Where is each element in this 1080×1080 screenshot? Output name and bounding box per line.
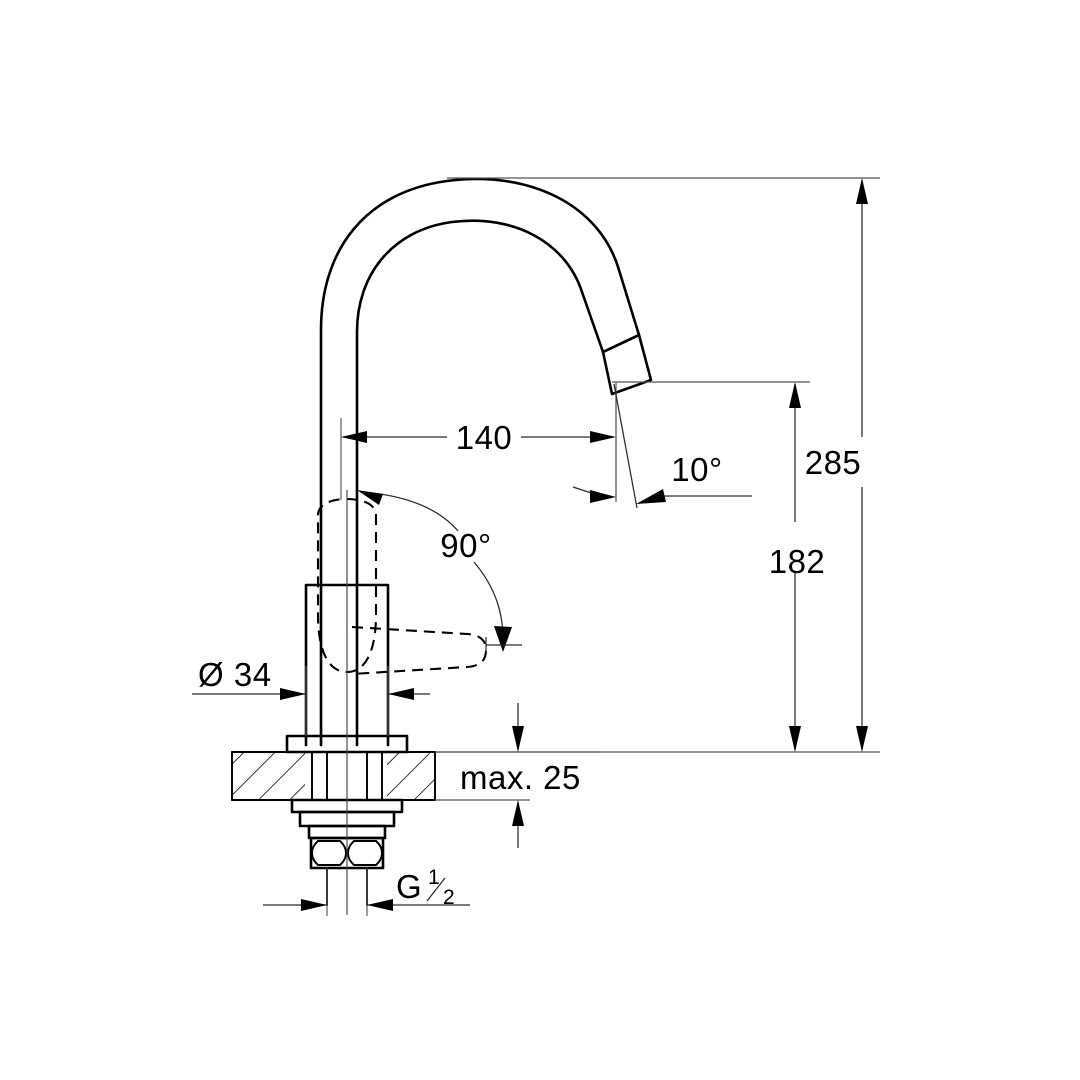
dimension-deck-thickness: max. 25	[435, 703, 600, 848]
dimension-thread-size: G 1 2	[263, 866, 470, 916]
dim-label-max25: max. 25	[460, 759, 581, 796]
arrow-10-leader	[636, 489, 666, 504]
dimension-swivel-angle: 90°	[357, 490, 522, 653]
hex-nut-face-arcs	[311, 840, 383, 866]
shank-through-deck	[311, 751, 383, 801]
dimension-total-height: 285	[435, 177, 880, 753]
lever-handle-hidden	[351, 625, 488, 676]
hex-nut-face-edges	[317, 840, 377, 866]
deck-hatch-left	[232, 752, 305, 800]
fraction-slash-g12	[426, 877, 446, 902]
arrow-g12-left	[301, 899, 327, 911]
hex-lock-nut	[309, 836, 385, 870]
spacer-washer	[298, 810, 396, 828]
nut-body-block	[307, 824, 387, 840]
dimension-base-diameter: Ø 34	[192, 656, 430, 736]
ref-line-10-inclined	[613, 383, 638, 509]
arrow-90-lower	[494, 626, 512, 652]
dim-label-10: 10°	[671, 451, 722, 488]
spout-outer-contour	[319, 177, 641, 747]
arrow-140-left	[341, 431, 367, 443]
deck-worktop-section	[231, 751, 436, 801]
arrow-182-top	[789, 382, 801, 408]
dim-label-90: 90°	[440, 527, 491, 564]
cartridge-dome-hidden	[316, 497, 378, 674]
deck-hatch-right	[387, 752, 435, 800]
arrow-10-left	[590, 490, 616, 503]
dimension-spout-height: 182	[612, 381, 826, 752]
arrow-max25-top	[512, 726, 524, 752]
dimension-spout-reach: 140	[340, 390, 617, 500]
dim-label-g12-denominator: 2	[443, 886, 455, 909]
dim-label-285: 285	[805, 444, 862, 481]
aerator-outlet-block	[601, 333, 653, 396]
arrow-90-upper	[357, 490, 383, 505]
arrow-140-right	[590, 431, 616, 443]
dimension-outlet-angle: 10°	[572, 382, 752, 509]
arrow-d34-left	[280, 688, 306, 700]
lower-washer-plate	[290, 798, 404, 814]
arrow-d34-right	[388, 688, 414, 700]
arrow-g12-right	[367, 899, 393, 911]
arrow-182-bottom	[789, 726, 801, 752]
faucet-spout-body	[319, 177, 653, 747]
dim-label-d34: Ø 34	[198, 656, 272, 693]
dim-label-g12-numerator: 1	[428, 866, 440, 889]
dim-label-182: 182	[769, 543, 826, 580]
spout-inner-contour	[355, 219, 605, 747]
arrow-285-bottom	[856, 726, 868, 752]
dim-label-g12-prefix: G	[396, 868, 422, 905]
dim-label-140: 140	[456, 419, 513, 456]
shank-inner-tube	[326, 751, 368, 801]
mounting-assembly	[285, 734, 409, 906]
arrow-max25-bottom	[512, 800, 524, 826]
arrow-285-top	[856, 178, 868, 204]
